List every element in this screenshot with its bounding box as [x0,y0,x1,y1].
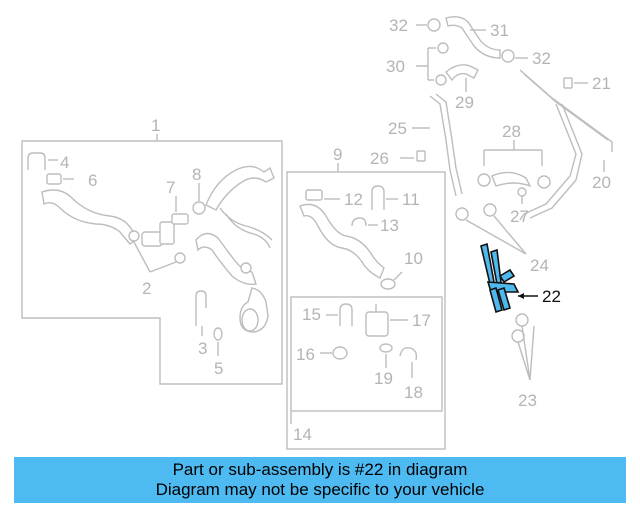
label-8: 8 [192,165,201,184]
part-13-clamp [351,217,378,227]
part-6-clamp [46,173,74,185]
part-32-clamp-top [416,18,441,32]
label-29: 29 [455,93,474,112]
part-25-tube [412,93,463,197]
part-8-clamp [192,183,206,215]
label-11: 11 [402,190,420,209]
part-7-connector [141,196,189,247]
part-3-clip [195,290,207,336]
label-2: 2 [142,279,151,298]
label-32-right: 32 [532,49,551,68]
part-12-connector [305,189,340,201]
group-box-14 [290,296,443,412]
label-4: 4 [60,153,69,172]
part-21-bolt [563,77,588,89]
part-31-hose [445,15,501,59]
label-12: 12 [344,190,363,209]
label-24: 24 [530,256,549,275]
part-15-clip [326,303,353,326]
label-16: 16 [296,345,315,364]
part-20-pipe [519,69,613,221]
part-22-hose-highlighted [480,242,538,314]
part-16-o-ring [320,346,348,360]
label-20: 20 [592,173,611,192]
label-22: 22 [542,287,561,306]
label-3: 3 [198,339,207,358]
part-30-group [416,42,479,92]
banner-line-2: Diagram may not be specific to your vehi… [155,480,485,499]
label-9: 9 [333,145,342,164]
label-27: 27 [510,207,529,226]
label-13: 13 [380,216,399,235]
group-box-1 [21,140,283,385]
label-10: 10 [404,249,423,268]
part-4-clip [27,152,58,170]
label-23: 23 [518,391,537,410]
part-19-washer [379,343,393,368]
label-17: 17 [412,311,431,330]
lower-hose [195,232,269,333]
part-2-clamps [128,230,186,273]
label-30: 30 [386,57,405,76]
part-28-group [477,140,551,189]
label-7: 7 [166,178,175,197]
group-box-9 [286,171,446,450]
label-15: 15 [302,305,321,324]
label-31: 31 [490,21,509,40]
part-9-hose [299,203,385,279]
banner-line-1: Part or sub-assembly is #22 in diagram [172,460,468,479]
label-5: 5 [214,359,223,378]
label-14: 14 [293,425,312,444]
part-18-clip [399,346,418,378]
part-17-sensor [365,304,408,337]
label-25: 25 [388,119,407,138]
part-26-bolt [400,150,426,162]
part-23-clamps [511,313,535,381]
part-27-clamp [517,187,527,204]
label-21: 21 [592,74,611,93]
part-24-clamps [455,203,527,255]
label-19: 19 [374,369,393,388]
part-5-o-ring [213,327,223,356]
label-28: 28 [502,122,521,141]
label-6: 6 [88,171,97,190]
part-1-main-hose [41,189,139,245]
label-32-top: 32 [389,16,408,35]
info-banner: Part or sub-assembly is #22 in diagram D… [14,457,626,503]
part-11-clip [371,185,398,210]
label-26: 26 [370,149,389,168]
part-10-ring [380,271,403,290]
label-1: 1 [151,116,160,135]
part-32-clamp-right [501,49,528,63]
upper-hose [205,165,275,249]
label-18: 18 [404,383,423,402]
